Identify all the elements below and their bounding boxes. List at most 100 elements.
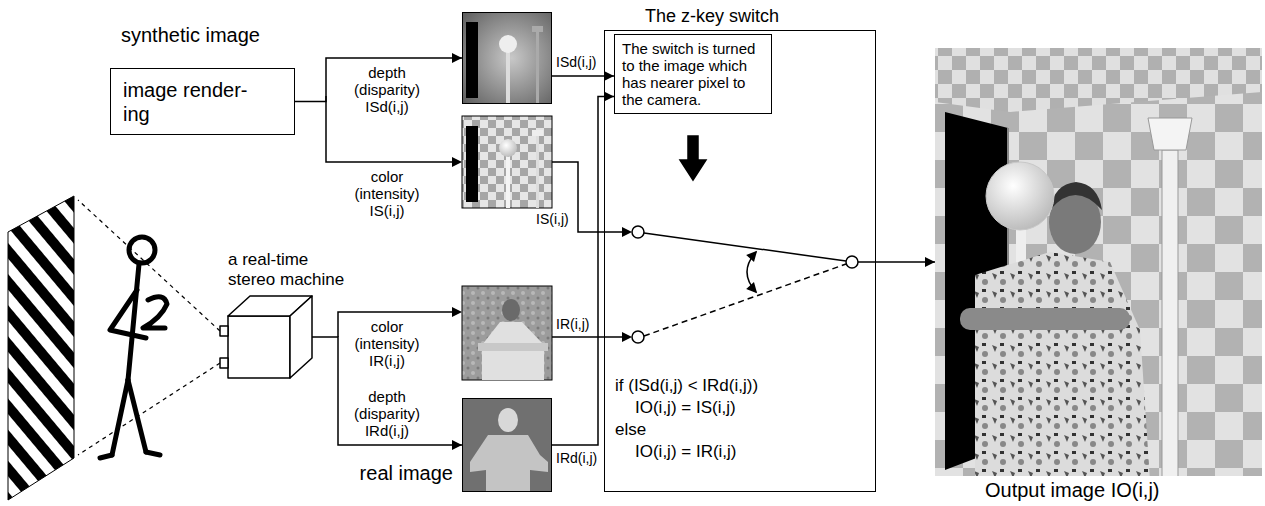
arrow-head-part (622, 332, 632, 342)
code-block: if (ISd(i,j) < IRd(i,j))IO(i,j) = IS(i,j… (615, 375, 758, 463)
code-line: IO(i,j) = IR(i,j) (635, 441, 758, 463)
real-depth-image (462, 398, 552, 492)
signal-wire-part (858, 261, 876, 263)
person-figure-part (143, 297, 167, 328)
arrow-head (452, 440, 462, 450)
composite-image (935, 48, 1262, 476)
process-box: image render- ing (110, 68, 295, 135)
person-figure-part (146, 452, 160, 455)
code-line: if (ISd(i,j) < IRd(i,j)) (615, 375, 758, 397)
synthetic-color-image-part (536, 134, 539, 208)
signal-wire-part (552, 336, 624, 338)
synthetic-depth-image (462, 12, 552, 104)
real-color-image-part (478, 343, 548, 351)
real-depth-image-part (462, 398, 552, 492)
signal-label: color (intensity) IR(i,j) (344, 318, 430, 369)
person-figure-part (100, 455, 112, 458)
edge-label: ISd(i,j) (556, 54, 596, 70)
switch-symbol (632, 136, 858, 343)
synthetic-color-image (462, 116, 552, 208)
synthetic-depth-image-part (532, 26, 543, 32)
arrow-head (604, 71, 614, 81)
composite-image-part (1050, 182, 1102, 210)
composite-image-part (935, 48, 1262, 112)
arrow-head-part (452, 307, 462, 317)
person-figure-part (128, 264, 139, 380)
image-title: real image (360, 461, 453, 485)
view-lines-part (78, 200, 220, 331)
box-title: The z-key switch (645, 5, 779, 27)
synthetic-color-image-part (462, 116, 552, 208)
note-box: The switch is turned to the image which … (614, 34, 772, 114)
stereo-camera-drawing-part (290, 296, 312, 378)
striped-background (8, 196, 74, 500)
switch-symbol-part (680, 136, 706, 180)
image-thumbnail: synthetic image (462, 12, 552, 104)
code-line: else (615, 419, 758, 441)
switch-symbol-part (747, 252, 756, 292)
person-figure (100, 237, 167, 458)
device-label: a real-time stereo machine (228, 250, 350, 290)
signal-label: IR(i,j) (556, 316, 589, 332)
signal-label: color (intensity) IS(i,j) (344, 168, 430, 219)
edge-label: depth (disparity) ISd(i,j) (344, 64, 430, 115)
composite-image-part (986, 162, 1054, 230)
code-line: IO(i,j) = IS(i,j) (635, 397, 758, 419)
person-figure-part (112, 380, 128, 455)
stereo-camera: a real-time stereo machine (228, 296, 312, 378)
box-label: image render- ing (123, 78, 263, 126)
synthetic-depth-image-part (506, 50, 510, 104)
signal-label: IS(i,j) (536, 211, 569, 227)
stereo-camera-drawing-part (220, 326, 228, 336)
view-lines-part (78, 363, 220, 455)
real-depth-image-part (498, 408, 518, 432)
edge-label: depth (disparity) IRd(i,j) (344, 388, 430, 439)
image-title: synthetic image (121, 23, 260, 47)
synthetic-color-image-part (466, 126, 478, 202)
synthetic-depth-image-part (499, 35, 517, 53)
composite-image-part (975, 252, 1150, 476)
image-thumbnail: real image (462, 398, 552, 492)
stereo-camera-drawing-part (220, 358, 228, 368)
real-color-image-part (502, 299, 520, 321)
stereo-camera-drawing (220, 296, 312, 378)
synthetic-depth-image-part (466, 22, 478, 98)
switch-symbol-part (846, 256, 858, 268)
synthetic-color-image-part (499, 139, 517, 157)
arrow-head (452, 53, 462, 63)
arrow-head (604, 91, 614, 101)
switch-box: The z-key switchif (ISd(i,j) < IRd(i,j))… (604, 30, 876, 492)
switch-symbol-part (748, 283, 756, 292)
arrow-head (452, 157, 632, 342)
synthetic-depth-image-part (536, 30, 539, 104)
view-lines (78, 200, 220, 455)
composite-image-part (1162, 150, 1178, 476)
stereo-camera-drawing-part (228, 316, 290, 378)
person-figure-part (110, 290, 146, 338)
arrow-head (925, 257, 935, 267)
switch-symbol-part (632, 331, 644, 343)
person-figure-part (128, 380, 146, 452)
synthetic-color-image-part (506, 154, 510, 208)
switch-symbol-part (748, 252, 756, 261)
synthetic-depth-image-part (462, 12, 552, 104)
arrow-head-part (622, 227, 632, 237)
arrow-head-part (452, 157, 462, 167)
switch-symbol-part (644, 264, 846, 336)
connector (876, 257, 935, 267)
output-image: Output image IO(i,j) (935, 48, 1262, 476)
real-color-image (462, 286, 552, 380)
image-caption: Output image IO(i,j) (985, 478, 1160, 502)
synthetic-color-image-part (532, 130, 543, 136)
striped-background-part (8, 196, 74, 500)
edge-label: IRd(i,j) (556, 450, 597, 466)
composite-image-part (960, 308, 1130, 330)
note-text: The switch is turned to the image which … (622, 40, 764, 108)
switch-symbol-part (644, 233, 846, 261)
composite-image-part (1148, 118, 1192, 150)
switch-symbol-part (632, 226, 644, 238)
real-depth-image-part (470, 435, 548, 492)
signal-wire (326, 96, 876, 337)
real-color-image-part (462, 286, 552, 380)
